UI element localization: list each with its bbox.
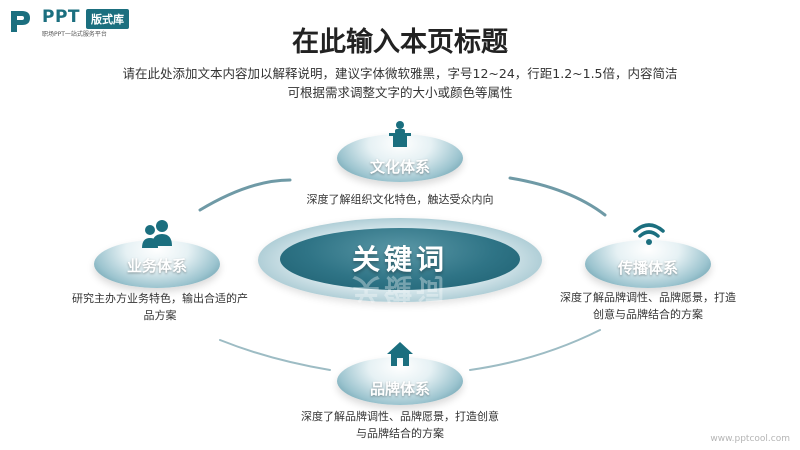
node-brand-pill: [337, 357, 463, 405]
home-icon: [387, 342, 413, 366]
node-communication-pill: [585, 240, 711, 288]
node-communication-desc-line-1: 深度了解品牌调性、品牌愿景，打造: [560, 291, 736, 304]
subtitle-line-2: 可根据需求调整文字的大小或颜色等属性: [287, 85, 513, 100]
node-business-label: 业务体系: [126, 257, 187, 275]
arc-bottom-right: [469, 329, 601, 371]
center-keyword-label: 关键词: [351, 243, 448, 276]
arc-top-left: [198, 178, 292, 212]
node-business-desc-line-2: 品方案: [143, 309, 177, 322]
logo-tagline: 职场PPT一站式服务平台: [42, 31, 107, 38]
logo-brand-text: PPT: [42, 7, 81, 27]
node-culture-desc: 深度了解组织文化特色，触达受众内向: [270, 191, 530, 208]
page-title: 在此输入本页标题: [292, 27, 508, 58]
node-brand-label: 品牌体系: [369, 380, 430, 398]
center-keyword-reflection: 关键词: [351, 272, 448, 305]
watermark: www.pptcool.com: [710, 434, 790, 444]
page-subtitle: 请在此处添加文本内容加以解释说明，建议字体微软雅黑，字号12~24，行距1.2~…: [100, 64, 700, 102]
center-keyword-core: [280, 228, 520, 290]
node-brand-desc-line-1: 深度了解品牌调性、品牌愿景，打造创意: [301, 410, 499, 423]
users-icon: [142, 220, 172, 248]
node-business-desc: 研究主办方业务特色，输出合适的产 品方案: [60, 290, 260, 324]
node-brand-desc-line-2: 与品牌结合的方案: [356, 427, 444, 440]
ppt-logo-icon: [11, 11, 30, 32]
node-communication-desc-line-2: 创意与品牌结合的方案: [593, 308, 703, 321]
logo-badge: 版式库: [86, 9, 129, 29]
node-business-desc-line-1: 研究主办方业务特色，输出合适的产: [72, 292, 248, 305]
wifi-icon: [633, 223, 665, 245]
speaker-podium-icon: [389, 121, 411, 147]
node-brand-desc: 深度了解品牌调性、品牌愿景，打造创意 与品牌结合的方案: [280, 408, 520, 442]
brand-logo: PPT 版式库 职场PPT一站式服务平台: [8, 6, 158, 40]
arc-top-right: [508, 176, 607, 217]
subtitle-line-1: 请在此处添加文本内容加以解释说明，建议字体微软雅黑，字号12~24，行距1.2~…: [122, 66, 678, 81]
center-keyword: 关键词 关键词: [258, 218, 542, 305]
node-communication-label: 传播体系: [617, 259, 678, 277]
node-culture-desc-line-1: 深度了解组织文化特色，触达受众内向: [306, 193, 494, 206]
node-communication-desc: 深度了解品牌调性、品牌愿景，打造 创意与品牌结合的方案: [548, 289, 748, 323]
arc-bottom-left: [219, 339, 331, 371]
node-culture-label: 文化体系: [369, 158, 430, 176]
